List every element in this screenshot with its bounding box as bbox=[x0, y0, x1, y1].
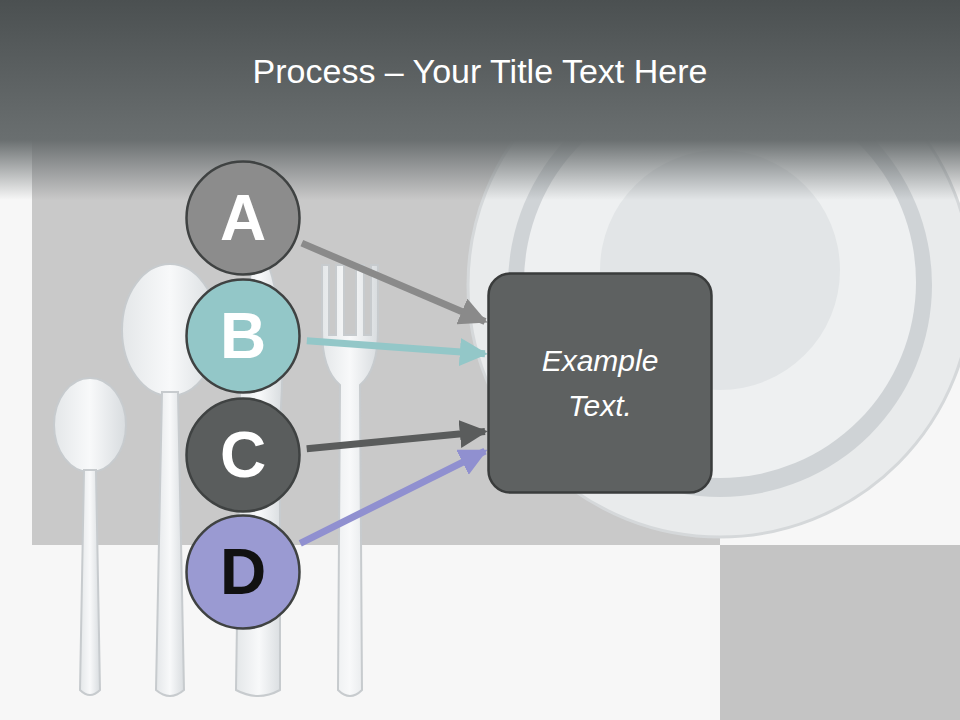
slide-title: Process – Your Title Text Here bbox=[0, 52, 960, 91]
result-box: Example Text. bbox=[487, 272, 713, 494]
flow-arrow bbox=[300, 451, 485, 543]
flow-arrow bbox=[307, 341, 485, 354]
step-letter: C bbox=[220, 423, 266, 487]
flow-arrow bbox=[302, 243, 485, 321]
box-text: Example Text. bbox=[525, 338, 675, 428]
step-circle: B bbox=[185, 278, 301, 394]
node-outline bbox=[487, 272, 713, 494]
flow-arrow bbox=[307, 432, 485, 449]
step-letter: A bbox=[220, 186, 266, 250]
step-circle: C bbox=[185, 397, 301, 513]
step-letter: D bbox=[220, 540, 266, 604]
step-letter: B bbox=[220, 304, 266, 368]
step-circle: A bbox=[185, 160, 301, 276]
step-circle: D bbox=[185, 514, 301, 630]
